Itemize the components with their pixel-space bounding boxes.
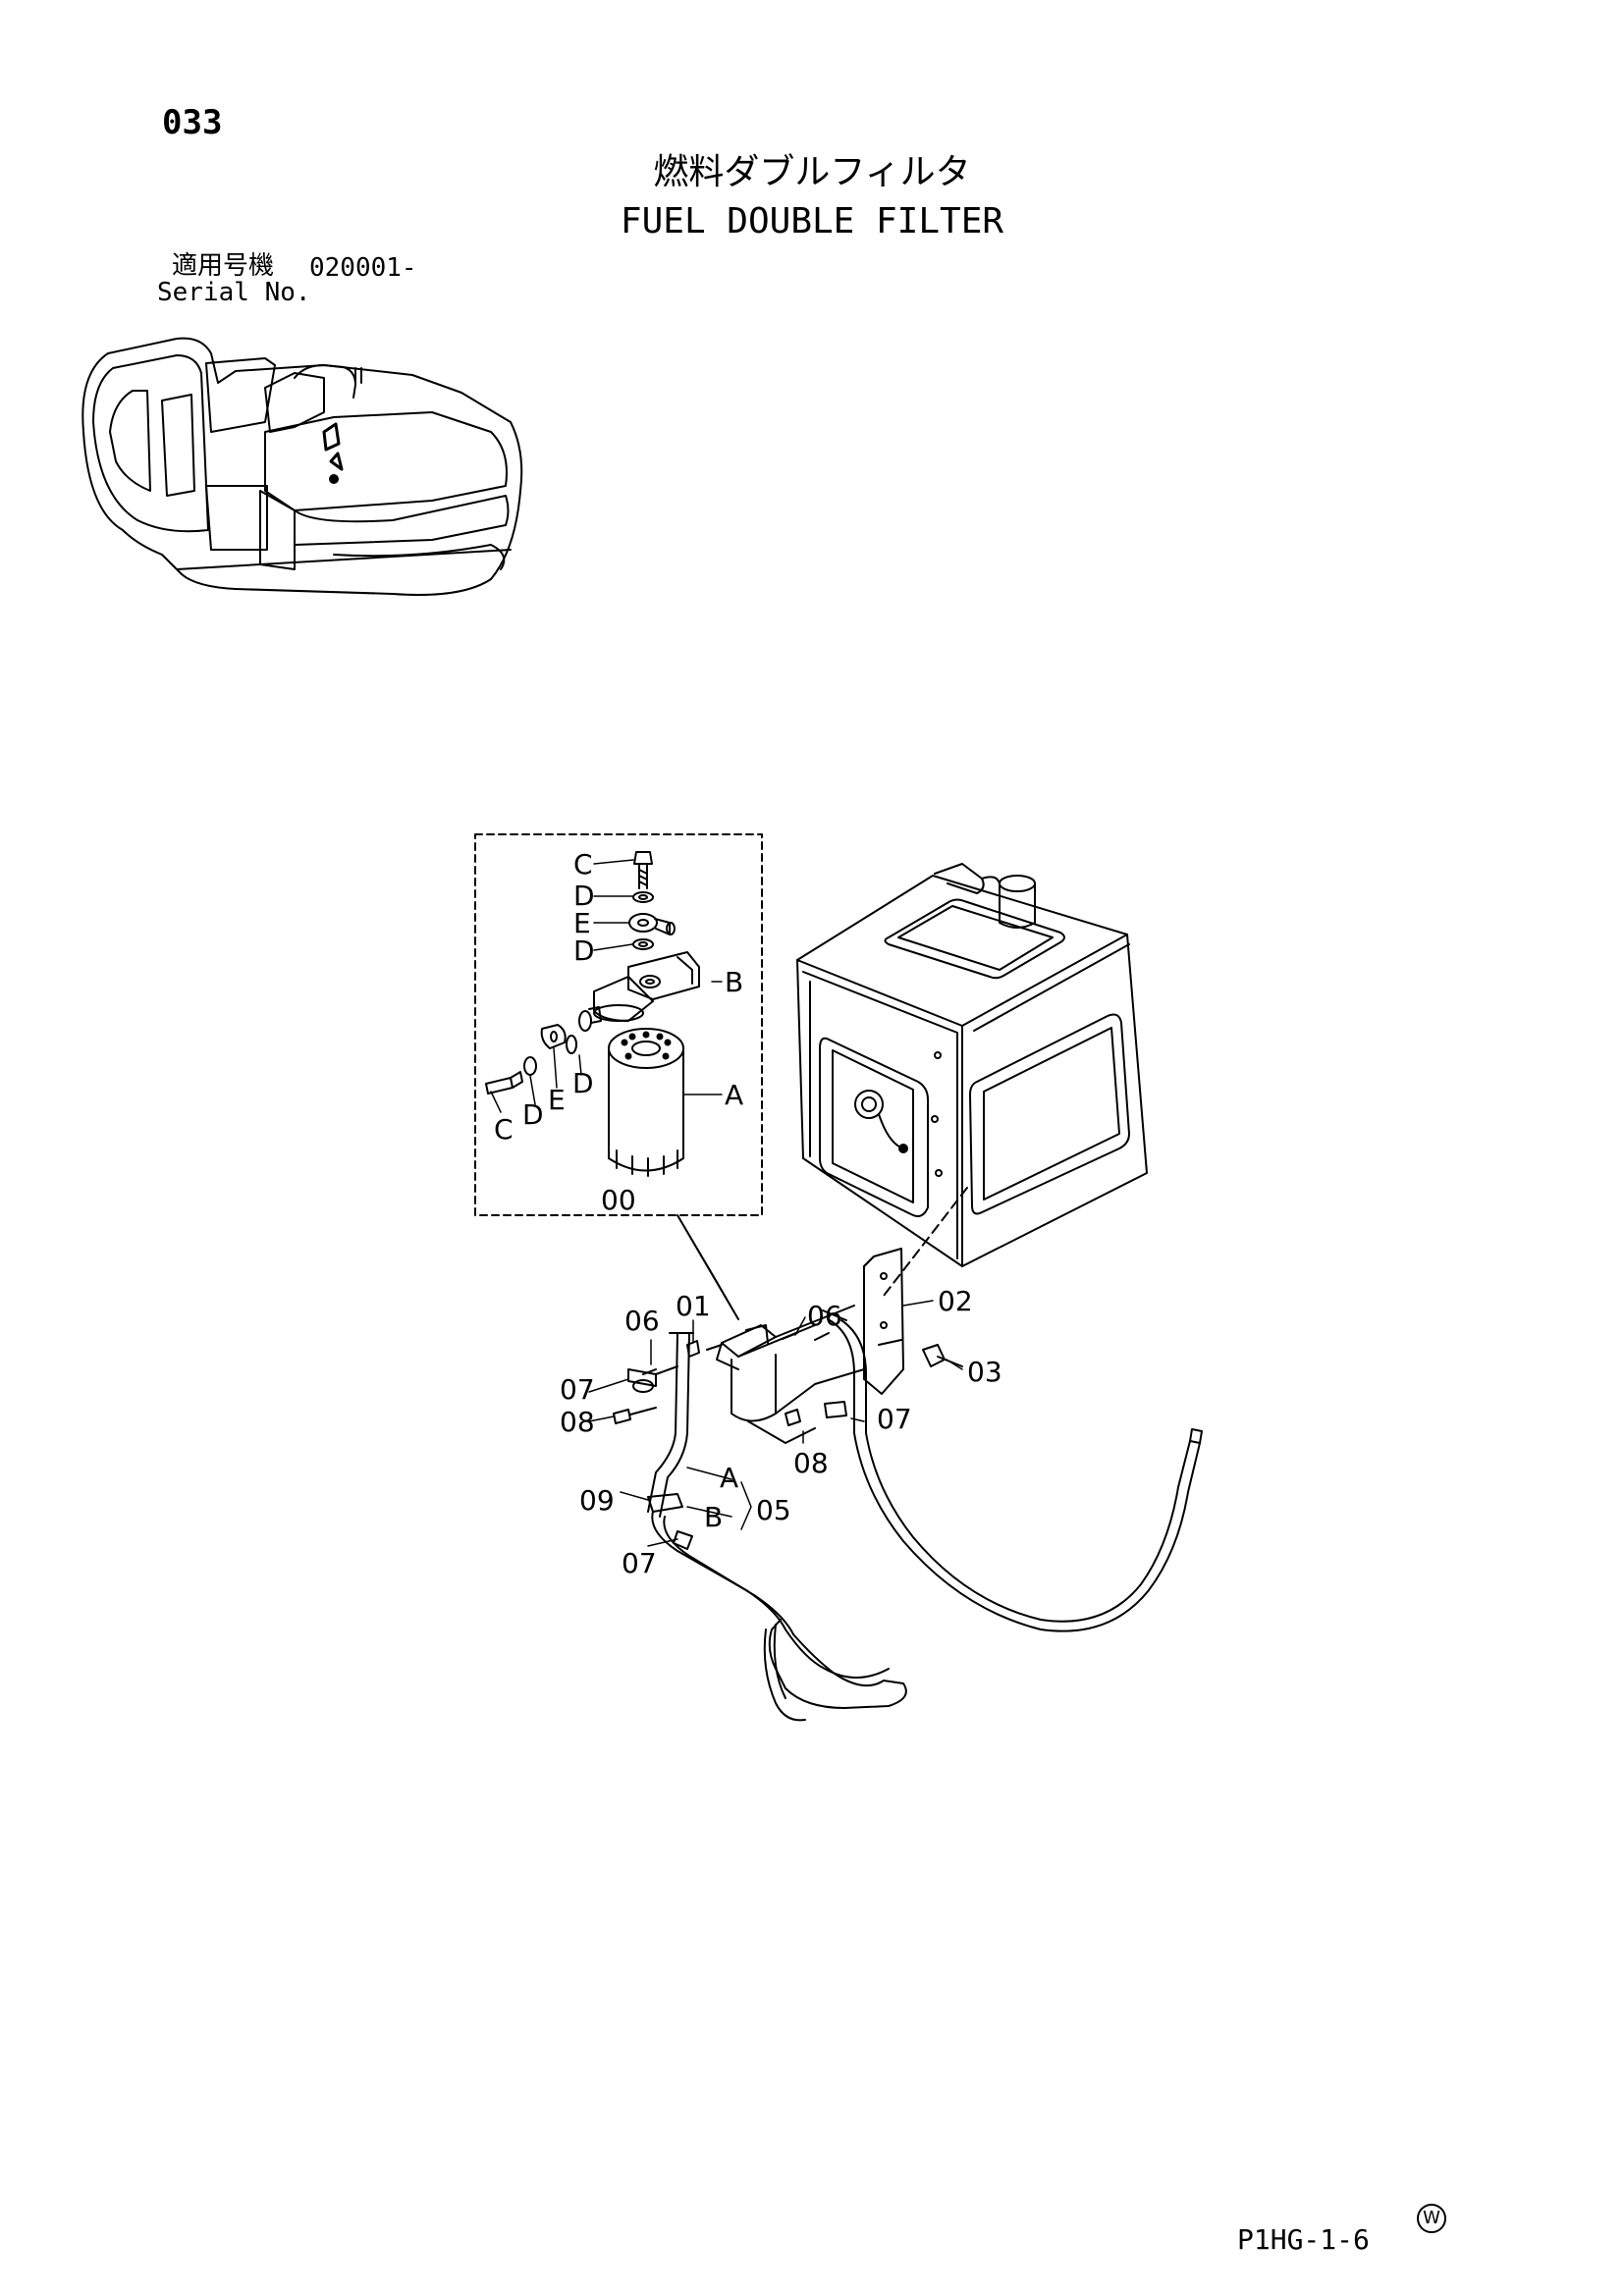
callout-c-left: C bbox=[494, 1113, 514, 1146]
page-title-japanese: 燃料ダブルフィルタ bbox=[653, 152, 971, 192]
callout-06-right: 06 bbox=[807, 1300, 842, 1332]
callout-09: 09 bbox=[579, 1484, 615, 1517]
callout-b-hose: B bbox=[704, 1501, 723, 1533]
fuel-tank bbox=[796, 863, 1148, 1297]
part-callouts: C D E D B A C D E D 00 01 02 03 06 06 07… bbox=[494, 848, 1002, 1579]
callout-d-left2: D bbox=[572, 1067, 594, 1099]
callout-06-left: 06 bbox=[624, 1305, 660, 1337]
callout-08-center: 08 bbox=[793, 1447, 829, 1479]
page-title-english: FUEL DOUBLE FILTER bbox=[620, 201, 1004, 241]
callout-03: 03 bbox=[967, 1356, 1002, 1388]
callout-a-filter: A bbox=[725, 1079, 743, 1111]
fuel-hoses bbox=[647, 1309, 1203, 1722]
callout-07-lower: 07 bbox=[622, 1547, 657, 1579]
callout-07-upper: 07 bbox=[560, 1373, 595, 1406]
callout-a-hose: A bbox=[720, 1462, 738, 1494]
callout-01: 01 bbox=[676, 1290, 711, 1322]
manufacturer-mark-icon: W bbox=[1417, 2204, 1446, 2233]
callout-e-left: E bbox=[548, 1084, 566, 1116]
callout-b-head: B bbox=[725, 966, 743, 998]
mounting-bracket bbox=[863, 1248, 963, 1395]
callout-d-left: D bbox=[522, 1098, 544, 1131]
callout-07-right: 07 bbox=[877, 1403, 912, 1435]
callout-e-top: E bbox=[573, 907, 591, 939]
excavator-overview-illustration bbox=[81, 337, 523, 596]
serial-label-english: Serial No. bbox=[157, 278, 311, 307]
callout-d-top: D bbox=[573, 880, 595, 912]
serial-number-value: 020001- bbox=[309, 253, 417, 283]
callout-08-left: 08 bbox=[560, 1406, 595, 1438]
page-number: 033 bbox=[162, 103, 223, 142]
filter-exploded-parts bbox=[485, 851, 700, 1177]
leader-lines bbox=[490, 859, 963, 1547]
callout-02: 02 bbox=[938, 1285, 973, 1317]
callout-c-top: C bbox=[573, 848, 593, 881]
serial-label-japanese: 適用号機 bbox=[172, 251, 275, 281]
detail-pointer-arrow bbox=[677, 1214, 739, 1320]
callout-group-00: 00 bbox=[601, 1184, 636, 1216]
installed-filter bbox=[706, 1305, 865, 1444]
callout-05: 05 bbox=[756, 1494, 791, 1526]
filter-assembly-detail-box bbox=[474, 833, 763, 1216]
footer-code: P1HG-1-6 bbox=[1237, 2223, 1370, 2256]
callout-d-mid: D bbox=[573, 934, 595, 967]
